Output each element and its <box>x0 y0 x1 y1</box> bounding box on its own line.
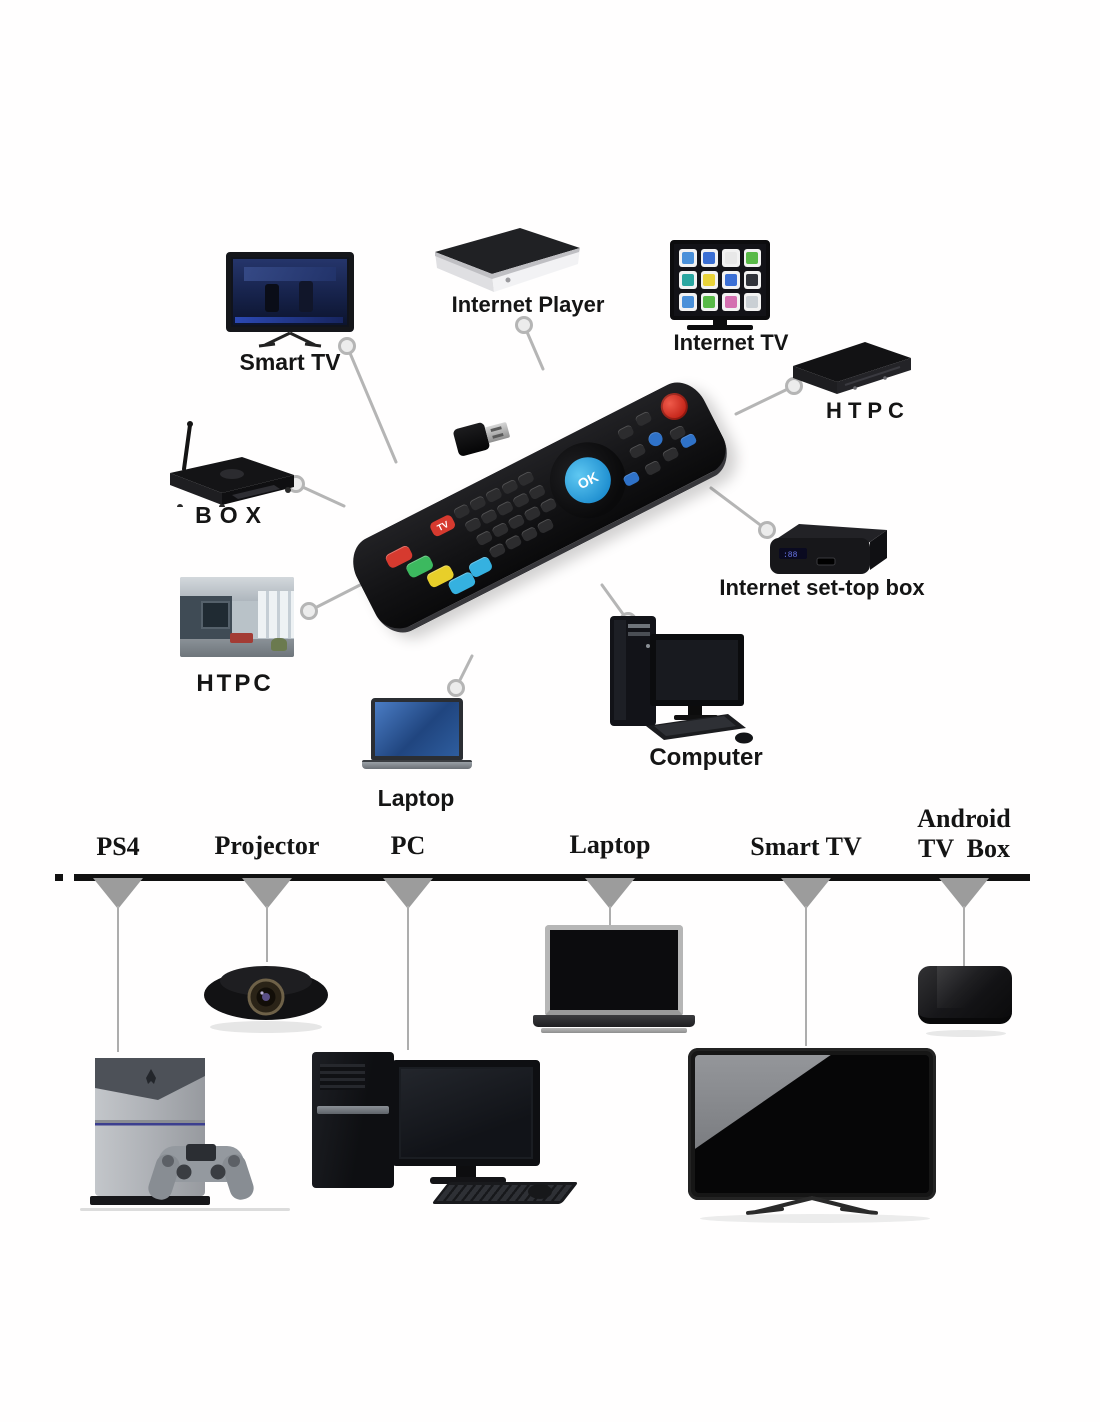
timeline-start-dot <box>55 874 63 881</box>
timeline <box>74 874 1030 881</box>
dropline-android-tv-box <box>963 906 965 967</box>
laptop-top-image <box>362 698 472 769</box>
htpc-top-label: HTPC <box>826 398 910 423</box>
dropline-pc <box>407 906 409 1050</box>
internet-tv-image <box>668 240 772 330</box>
internet-player-image <box>435 228 580 292</box>
projector-image <box>204 966 328 1033</box>
htpc-side-image <box>180 577 294 657</box>
pc-label: PC <box>390 831 426 860</box>
box-image <box>170 421 294 507</box>
pc-mouse-image <box>528 1184 552 1199</box>
power-button <box>656 388 693 425</box>
marker-laptop <box>585 878 635 909</box>
dropline-ps4 <box>117 906 119 1052</box>
projector-label: Projector <box>214 831 320 860</box>
usb-connector <box>484 421 511 443</box>
smart-tv-screen <box>226 252 354 332</box>
smart-tv-label: Smart TV <box>239 349 341 375</box>
ps4-label: PS4 <box>96 832 140 861</box>
dropline-smart-tv <box>805 906 807 1046</box>
htpc-side-label: HTPC <box>196 670 274 697</box>
android-tv-box-shadow <box>926 1030 1006 1037</box>
smart-tv-stand <box>258 332 322 348</box>
connector-laptop <box>447 654 474 697</box>
internet-set-top-box-image: :88 <box>770 524 887 574</box>
pc-monitor-foot <box>430 1177 506 1184</box>
htpc-top-image <box>793 342 911 394</box>
internet-set-top-box-label: Internet set-top box <box>719 575 925 600</box>
tv-key: TV <box>428 513 457 538</box>
connector-htpc-side <box>300 582 364 620</box>
internet-tv-label: Internet TV <box>673 330 789 355</box>
android-tv-box-label-line1: Android <box>917 804 1011 833</box>
box-label: BOX <box>195 502 269 528</box>
pc-monitor-neck <box>456 1166 476 1178</box>
laptop-bottom-label: Laptop <box>569 830 651 859</box>
smart-tv-bottom-image <box>688 1048 936 1200</box>
marker-pc <box>383 878 433 909</box>
laptop-top-label: Laptop <box>377 785 455 811</box>
pc-tower-image <box>312 1052 394 1188</box>
svg-text::88: :88 <box>783 551 798 560</box>
ps4-image <box>80 1058 290 1211</box>
internet-player-label: Internet Player <box>451 292 605 317</box>
marker-ps4 <box>93 878 143 909</box>
marker-smart-tv <box>781 878 831 909</box>
android-tv-box-image <box>918 966 1012 1024</box>
computer-label: Computer <box>649 744 763 771</box>
smart-tv-bottom-stand <box>746 1196 878 1215</box>
smart-tv-bottom-shadow <box>700 1214 930 1223</box>
connector-internet-player <box>515 316 545 371</box>
dropline-laptop <box>609 906 611 927</box>
marker-android-tv-box <box>939 878 989 909</box>
ps4-controller <box>148 1144 254 1200</box>
dropline-projector <box>266 906 268 962</box>
pc-monitor-image <box>392 1060 540 1166</box>
laptop-bottom-image <box>533 925 695 1033</box>
usb-dongle <box>452 413 516 459</box>
smart-tv-image <box>226 252 354 348</box>
remote-control: TV OK <box>342 373 738 642</box>
marker-projector <box>242 878 292 909</box>
connector-smart-tv <box>338 337 398 464</box>
android-tv-box-label-line2: TV Box <box>918 834 1010 863</box>
computer-image <box>610 616 753 744</box>
internet-tv-stand <box>713 320 727 325</box>
smart-tv-bottom-label: Smart TV <box>750 832 862 861</box>
pc-keyboard-image <box>431 1182 579 1204</box>
